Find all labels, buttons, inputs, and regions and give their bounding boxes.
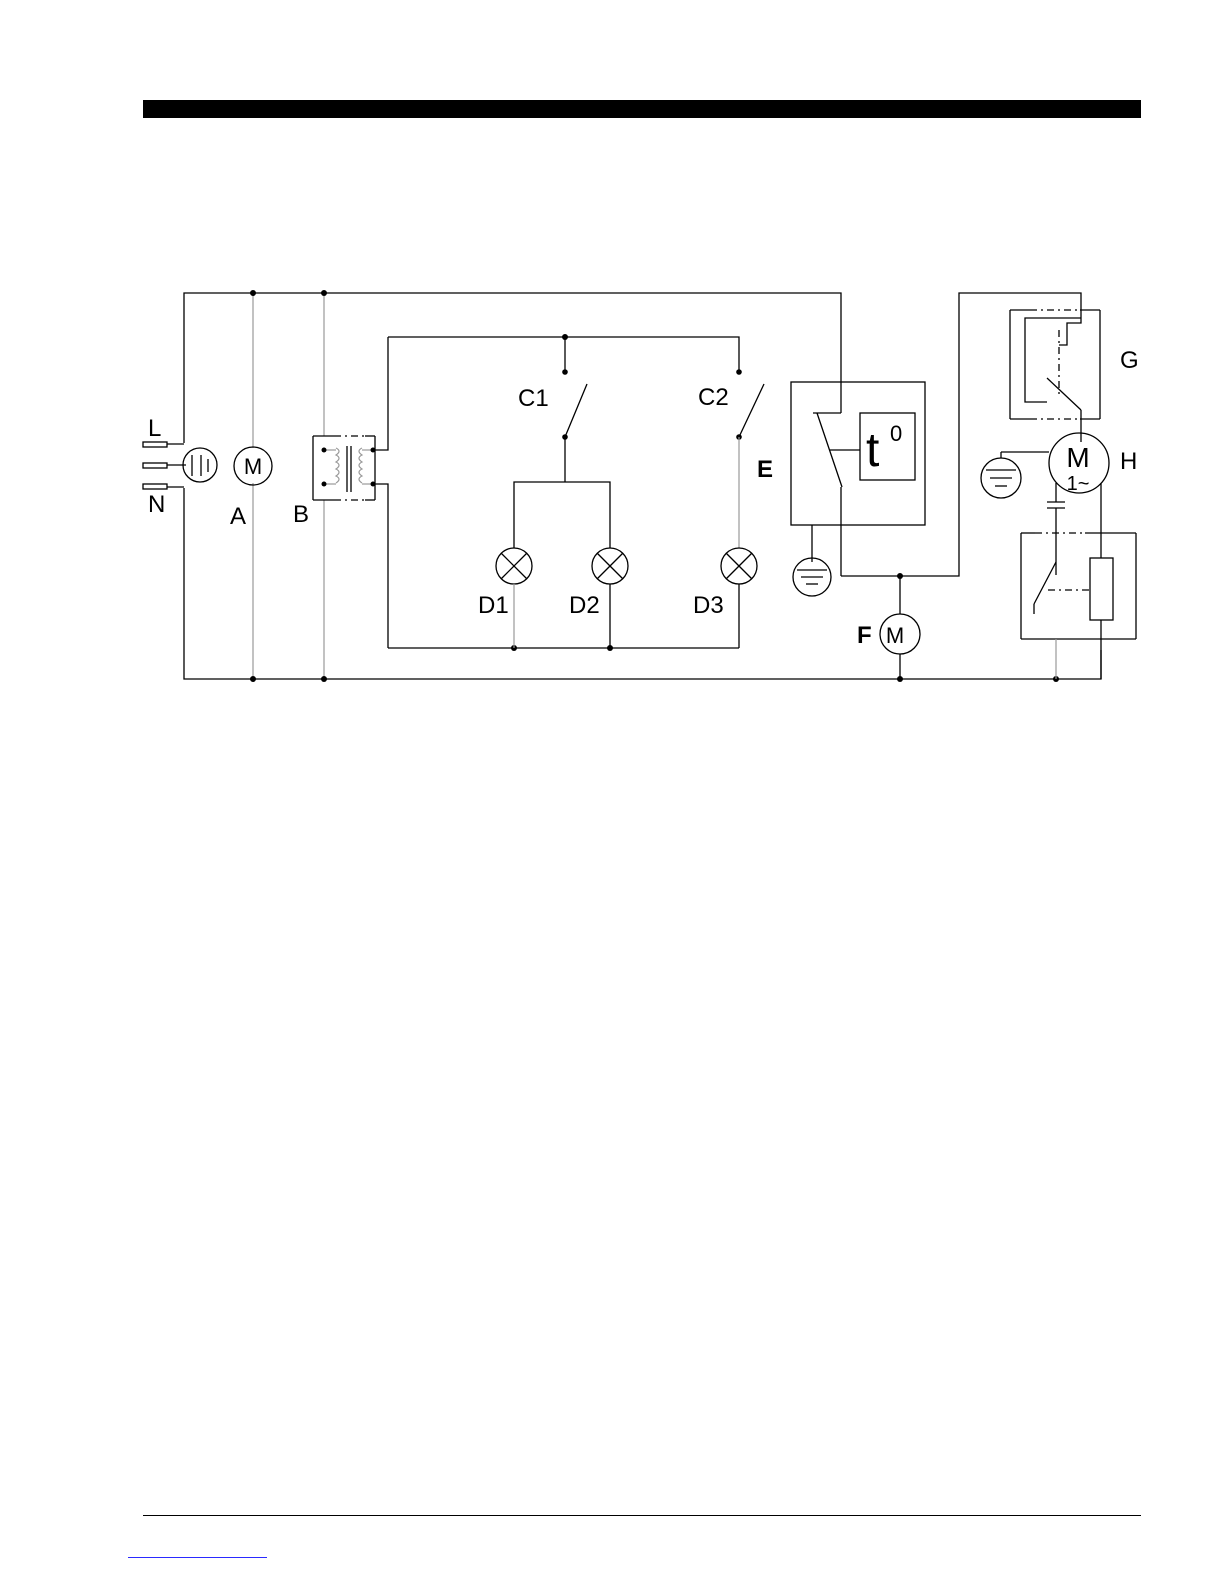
label-n: N — [148, 491, 165, 518]
thermostat-t-symbol: t — [866, 424, 879, 477]
compressor-h-icon — [981, 433, 1109, 575]
footer-link-underline[interactable] — [128, 1557, 267, 1558]
label-c1: C1 — [518, 385, 549, 412]
label-a: A — [230, 503, 246, 530]
plug-icon — [143, 442, 217, 489]
thermostat-superscript: 0 — [890, 421, 902, 446]
lamp-d3-icon — [721, 548, 757, 648]
motor-h-phase: 1~ — [1067, 473, 1090, 495]
label-h: H — [1120, 448, 1137, 475]
motor-a-symbol: M — [244, 454, 262, 479]
thermostat-e-icon — [791, 382, 925, 596]
label-c2: C2 — [698, 384, 729, 411]
label-d1: D1 — [478, 592, 509, 619]
motor-f-symbol: M — [886, 623, 904, 648]
label-d2: D2 — [569, 592, 600, 619]
motor-h-symbol: M — [1066, 442, 1089, 473]
label-l: L — [148, 415, 161, 442]
overload-g-icon — [1010, 310, 1100, 442]
label-d3: D3 — [693, 592, 724, 619]
label-b: B — [293, 501, 309, 528]
motor-f-icon — [841, 293, 1081, 679]
label-g: G — [1120, 347, 1139, 374]
main-wires — [184, 290, 1101, 682]
lamp-circuit — [388, 334, 739, 651]
footer-rule — [143, 1515, 1141, 1516]
starter-relay-icon — [1021, 533, 1136, 679]
label-f: F — [857, 622, 872, 649]
label-e: E — [757, 456, 773, 483]
